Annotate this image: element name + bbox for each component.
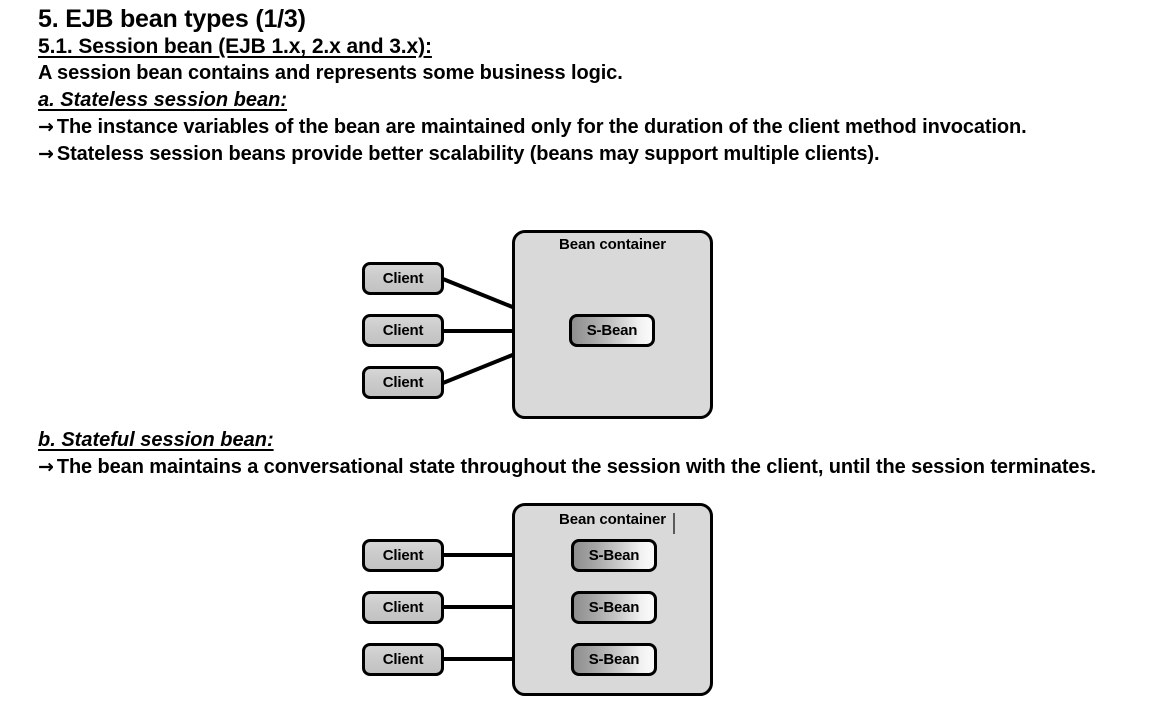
document-text-top: 5. EJB bean types (1/3) 5.1. Session bea…: [38, 4, 1150, 168]
arrow-right-icon: →: [38, 116, 54, 138]
client-box: Client: [362, 314, 444, 347]
section-a-bullet-2: →Stateless session beans provide better …: [38, 141, 1150, 168]
arrow-right-icon: →: [38, 143, 54, 165]
section-a-bullet-1: →The instance variables of the bean are …: [38, 114, 1150, 141]
s-bean-box: S-Bean: [571, 591, 657, 624]
arrow-right-icon: →: [38, 456, 54, 478]
client-box: Client: [362, 643, 444, 676]
document-text-bottom: b. Stateful session bean: →The bean main…: [38, 427, 1150, 481]
bean-container-stateless-label: Bean container: [559, 236, 666, 253]
section-a-heading: a. Stateless session bean:: [38, 89, 288, 111]
s-bean-box: S-Bean: [571, 539, 657, 572]
client-box: Client: [362, 262, 444, 295]
section-b-bullet-1: →The bean maintains a conversational sta…: [38, 454, 1150, 481]
page-title: 5. EJB bean types (1/3): [38, 5, 306, 33]
section-subtitle: 5.1. Session bean (EJB 1.x, 2.x and 3.x)…: [38, 35, 432, 58]
text-cursor-icon: [673, 513, 675, 534]
section-a-bullet-2-text: Stateless session beans provide better s…: [56, 143, 880, 165]
section-b-bullet-1-text: The bean maintains a conversational stat…: [56, 456, 1096, 478]
intro-paragraph: A session bean contains and represents s…: [38, 62, 623, 84]
section-a-bullet-1-text: The instance variables of the bean are m…: [56, 116, 1027, 138]
client-box: Client: [362, 591, 444, 624]
bean-container-stateful-label: Bean container: [559, 511, 666, 528]
client-box: Client: [362, 366, 444, 399]
s-bean-box: S-Bean: [571, 643, 657, 676]
section-b-heading: b. Stateful session bean:: [38, 429, 274, 451]
s-bean-box: S-Bean: [569, 314, 655, 347]
client-box: Client: [362, 539, 444, 572]
